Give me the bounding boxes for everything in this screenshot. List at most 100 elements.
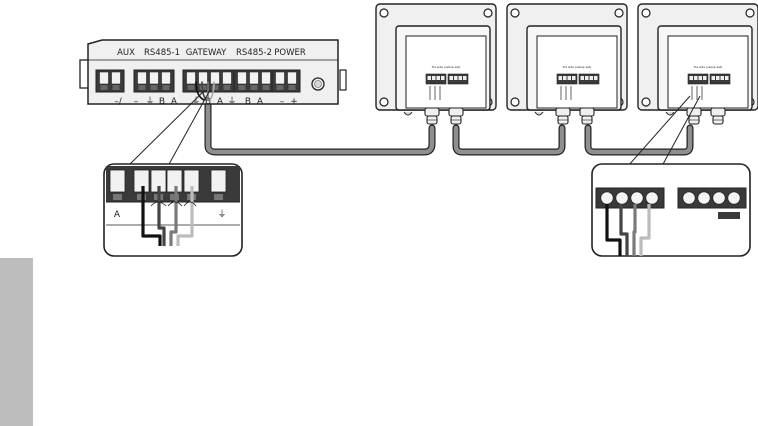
module-inner-panel bbox=[405, 35, 487, 109]
zoom-left-wires bbox=[141, 186, 197, 246]
terminal-slot bbox=[288, 85, 296, 90]
terminal-screw bbox=[261, 71, 271, 85]
cable-run bbox=[204, 96, 694, 156]
terminal-screw bbox=[198, 71, 208, 85]
zoom-left-mark-ground: ⏚ bbox=[217, 209, 226, 220]
din-clip-right bbox=[339, 69, 347, 91]
zoom-right-terminal-block-1 bbox=[595, 187, 665, 209]
zoom-left-terminal-slot bbox=[214, 194, 223, 200]
module-terminal-screw bbox=[463, 76, 467, 80]
gateway-terminal-mark: – bbox=[134, 97, 139, 107]
zoom-right-terminal-screw bbox=[615, 191, 629, 205]
terminal-slot bbox=[238, 85, 246, 90]
gateway-terminal-mark: – bbox=[280, 97, 285, 107]
terminal-slot bbox=[187, 85, 195, 90]
module-terminal-screw bbox=[703, 76, 707, 80]
mounting-hole bbox=[379, 97, 389, 107]
module-terminal-screw bbox=[689, 76, 693, 80]
module-inner-panel bbox=[667, 35, 749, 109]
module-terminal-screw bbox=[716, 76, 720, 80]
zoom-right-wires bbox=[605, 204, 651, 256]
module-foot bbox=[403, 111, 413, 116]
page-side-tab bbox=[0, 258, 33, 426]
module-terminal-screw bbox=[694, 76, 698, 80]
cable-gland bbox=[448, 107, 464, 125]
terminal-slot bbox=[162, 85, 170, 90]
module-terminal-screw bbox=[589, 76, 593, 80]
zoom-left-terminal-cell bbox=[109, 169, 126, 193]
mounting-hole bbox=[614, 8, 624, 18]
terminal-slot bbox=[112, 85, 120, 90]
module-header-text: Tie side (setup set) bbox=[431, 65, 461, 69]
module-terminal-block bbox=[578, 73, 600, 85]
mounting-hole bbox=[641, 97, 651, 107]
module-terminal-screw bbox=[711, 76, 715, 80]
terminal-screw bbox=[99, 71, 109, 85]
module-terminal-screw bbox=[432, 76, 436, 80]
cable-gland bbox=[579, 107, 595, 125]
zoom-right-terminal-screw bbox=[697, 191, 711, 205]
mounting-hole bbox=[510, 97, 520, 107]
terminal-screw bbox=[149, 71, 159, 85]
gateway-terminal-mark: ⏚ bbox=[145, 96, 154, 107]
zoom-right-terminal-screw bbox=[712, 191, 726, 205]
module-terminal-screw bbox=[558, 76, 562, 80]
terminal-screw bbox=[186, 71, 196, 85]
terminal-screw bbox=[161, 71, 171, 85]
gateway-terminal-mark: A bbox=[257, 97, 264, 107]
terminal-screw bbox=[137, 71, 147, 85]
module-terminal-screw bbox=[594, 76, 598, 80]
module-terminal-screw bbox=[454, 76, 458, 80]
terminal-slot bbox=[150, 85, 158, 90]
mounting-hole bbox=[641, 8, 651, 18]
module-header-text: Tie side (setup set) bbox=[693, 65, 723, 69]
gateway-terminal-block-4 bbox=[233, 69, 275, 93]
zoom-left-terminal-cell bbox=[210, 169, 227, 193]
module-terminal-screw bbox=[725, 76, 729, 80]
port-label-power: POWER bbox=[274, 48, 306, 58]
zoom-left-terminal-block bbox=[106, 166, 240, 226]
module-terminal-block bbox=[425, 73, 447, 85]
cable-gland bbox=[710, 107, 726, 125]
zoom-left-terminal-slot bbox=[113, 194, 122, 200]
gateway-terminal-mark: A bbox=[217, 97, 224, 107]
module-terminal-block bbox=[447, 73, 469, 85]
zoom-right-frame bbox=[591, 163, 751, 257]
module-inner-panel bbox=[536, 35, 618, 109]
gateway-terminal-mark: + bbox=[290, 97, 298, 107]
gateway-terminal-block-2 bbox=[133, 69, 175, 93]
module-terminal-screw bbox=[449, 76, 453, 80]
port-label-gateway: GATEWAY bbox=[186, 48, 227, 58]
module-terminal-screw bbox=[585, 76, 589, 80]
port-label-rs485-2: RS485-2 bbox=[236, 48, 272, 58]
zoom-right-terminal-block-2 bbox=[677, 187, 747, 209]
sensor-modules: Tie side (setup set) Tie side (setup set)… bbox=[375, 3, 758, 125]
zoom-right-terminal-screw bbox=[630, 191, 644, 205]
gateway-terminal-mark: ⏚ bbox=[227, 96, 236, 107]
terminal-screw bbox=[237, 71, 247, 85]
gateway-terminal-mark: A bbox=[171, 97, 178, 107]
gateway-terminal-strip bbox=[95, 69, 301, 93]
sensor-module-2: Tie side (setup set) bbox=[506, 3, 628, 125]
module-terminal-block bbox=[687, 73, 709, 85]
module-terminal-screw bbox=[458, 76, 462, 80]
terminal-screw bbox=[222, 71, 232, 85]
zoom-right-terminal-screw bbox=[727, 191, 741, 205]
terminal-slot bbox=[262, 85, 270, 90]
module-terminal-screw bbox=[436, 76, 440, 80]
terminal-slot bbox=[211, 85, 219, 90]
terminal-slot bbox=[223, 85, 231, 90]
terminal-screw bbox=[287, 71, 297, 85]
gateway-terminal-block-1 bbox=[95, 69, 125, 93]
terminal-screw bbox=[111, 71, 121, 85]
terminal-screw bbox=[210, 71, 220, 85]
gateway-terminal-mark: ⏚ bbox=[191, 96, 200, 107]
module-terminal-screw bbox=[720, 76, 724, 80]
zoom-right-terminal-screw bbox=[682, 191, 696, 205]
mounting-hole bbox=[379, 8, 389, 18]
module-terminal-screw bbox=[698, 76, 702, 80]
gateway-terminal-mark: B bbox=[205, 97, 211, 107]
terminal-slot bbox=[138, 85, 146, 90]
module-terminal-screw bbox=[580, 76, 584, 80]
